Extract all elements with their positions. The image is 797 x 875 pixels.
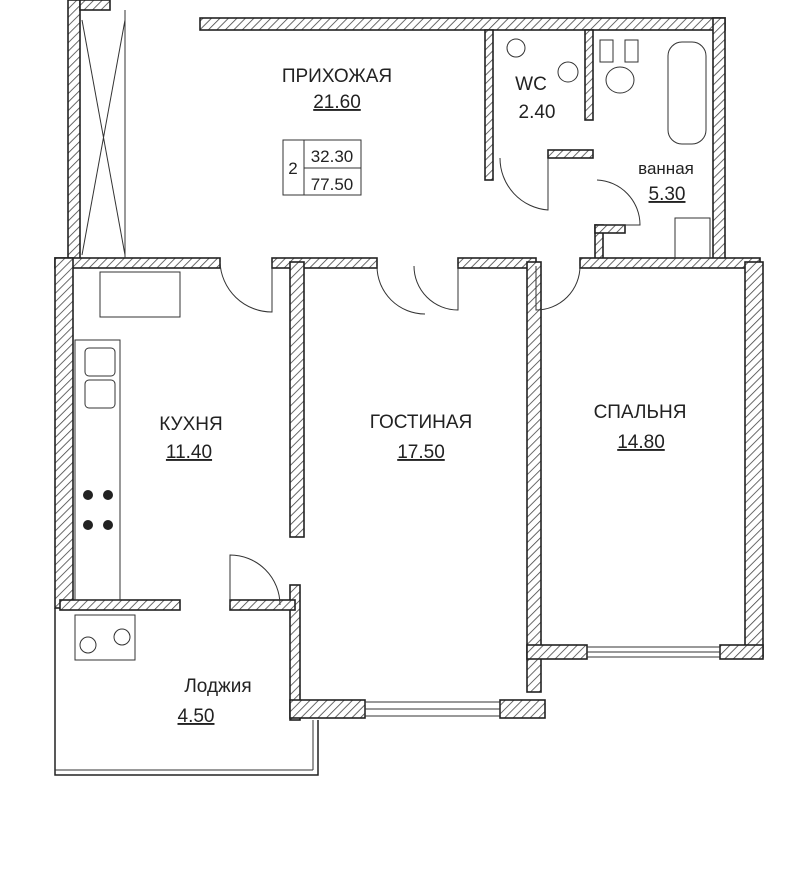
washer-icon xyxy=(624,39,639,63)
loggia-area: 4.50 xyxy=(178,706,215,727)
windows xyxy=(364,646,721,717)
bathtub-icon xyxy=(667,41,707,145)
fixtures xyxy=(74,38,711,661)
loggia-outline xyxy=(54,608,319,776)
total-area: 77.50 xyxy=(311,175,354,194)
kitchen-name: КУХНЯ xyxy=(159,414,222,435)
washbasin-icon xyxy=(605,66,635,94)
living-area-value: 17.50 xyxy=(397,442,445,463)
rooms-count: 2 xyxy=(288,159,297,178)
boiler-icon xyxy=(74,614,136,661)
kitchen-area: 11.40 xyxy=(166,442,212,463)
cabinet-icon xyxy=(674,217,711,259)
bathroom-area: 5.30 xyxy=(649,184,686,205)
kitchen-counter xyxy=(74,339,121,601)
living-name: ГОСТИНАЯ xyxy=(370,412,472,433)
bedroom-area: 14.80 xyxy=(617,432,665,453)
wc-area: 2.40 xyxy=(519,102,556,123)
stove-icon xyxy=(83,490,113,530)
loggia-name: Лоджия xyxy=(184,676,251,697)
bedroom-name: СПАЛЬНЯ xyxy=(594,402,687,423)
summary-box: 2 32.30 77.50 xyxy=(282,139,362,196)
hallway-name: ПРИХОЖАЯ xyxy=(282,66,392,87)
walls xyxy=(54,0,764,721)
kitchen-sink-icon xyxy=(84,379,116,409)
kitchen-cabinet-icon xyxy=(99,271,181,318)
washer-icon xyxy=(599,39,614,63)
hallway-area: 21.60 xyxy=(313,92,361,113)
living-area: 32.30 xyxy=(311,147,354,166)
kitchen-sink-icon xyxy=(84,347,116,377)
toilet-icon xyxy=(557,61,579,83)
wc-name: WC xyxy=(515,74,547,95)
bathroom-name: ванная xyxy=(638,159,694,178)
sink-icon xyxy=(506,38,526,58)
shaft xyxy=(81,10,126,258)
doors xyxy=(219,157,641,606)
